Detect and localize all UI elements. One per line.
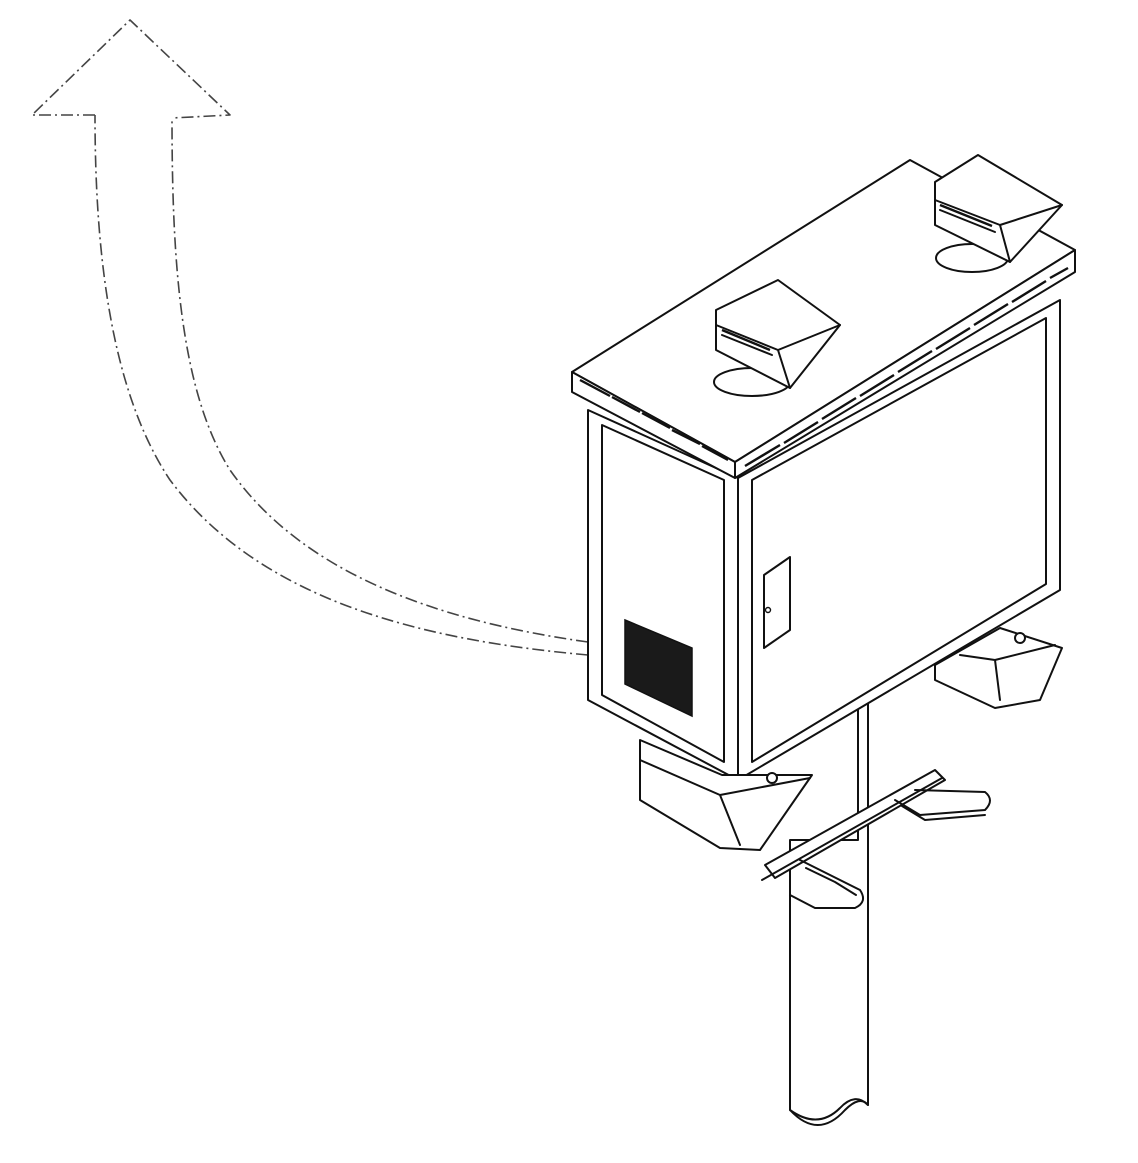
pole-bottom-cut xyxy=(789,1098,869,1121)
clamp-crossbar-edge xyxy=(761,777,943,881)
airflow-arrow-outer-curve xyxy=(94,114,589,656)
bracket-rear-body xyxy=(934,154,1063,263)
roof-right-vents xyxy=(744,266,1069,468)
rear-bracket-bolt xyxy=(1014,632,1026,644)
bracket-front-detail xyxy=(715,324,841,389)
front-bracket-detail xyxy=(639,759,811,846)
door-handle-panel xyxy=(763,556,791,649)
u-bolt-upper-inner xyxy=(901,805,986,821)
bracket-rear-slot xyxy=(939,203,993,228)
door-lock xyxy=(764,606,772,614)
mounting-pole xyxy=(789,699,869,1126)
roof-right-skirt xyxy=(734,249,1076,479)
front-bracket-bolt xyxy=(766,772,778,784)
cabinet xyxy=(587,299,1061,781)
roof-lifting-bracket-front xyxy=(713,279,841,397)
bracket-front-slot xyxy=(721,328,771,352)
u-bolt-lower xyxy=(789,859,865,909)
airflow-arrow-inner-curve xyxy=(171,117,589,643)
pole-clamp xyxy=(761,769,991,909)
lower-rear-bracket xyxy=(934,627,1063,709)
heat-exchanger-vent xyxy=(624,618,693,718)
roof-lifting-bracket-rear xyxy=(934,154,1063,273)
cabinet-roof xyxy=(571,159,1076,479)
cabinet-right-frame-inner xyxy=(751,317,1047,763)
rear-bracket-plate xyxy=(934,627,1063,709)
rear-bracket-detail xyxy=(959,644,1056,701)
airflow-arrow xyxy=(31,19,589,656)
roof-left-vents xyxy=(579,378,729,462)
bracket-rear-detail xyxy=(934,199,1063,263)
cabinet-left-frame-inner xyxy=(601,424,725,763)
lower-front-bracket xyxy=(639,739,813,851)
bracket-front-body xyxy=(715,279,841,389)
pole-body xyxy=(789,699,869,1126)
u-bolt-upper xyxy=(894,789,991,816)
front-bracket-plate xyxy=(639,739,813,851)
airflow-arrow-head xyxy=(31,19,231,119)
u-bolt-lower-inner xyxy=(805,867,857,896)
